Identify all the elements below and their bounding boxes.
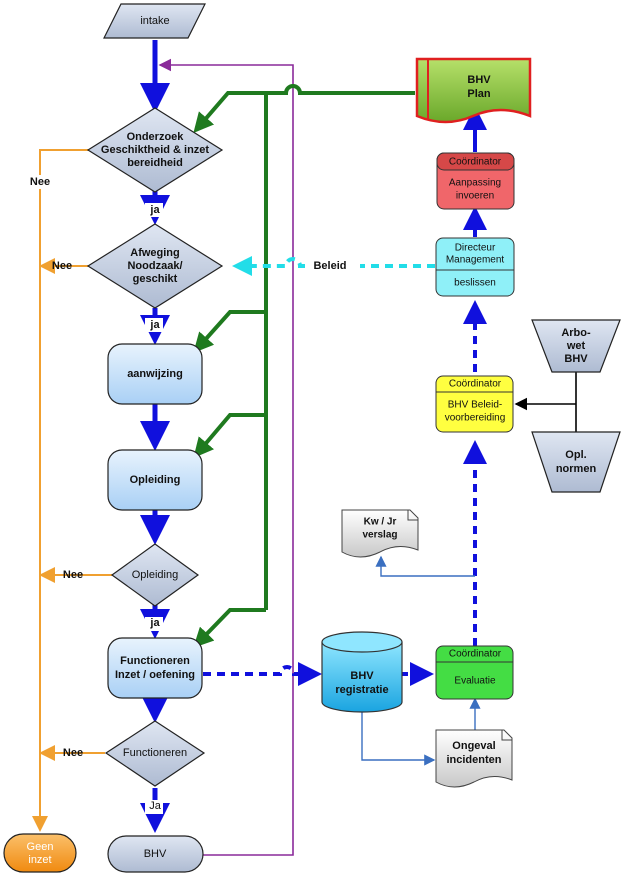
label-nee-1: Nee: [30, 176, 50, 188]
bhv-label: BHV: [144, 848, 167, 860]
plan-distribution-lines: [193, 84, 415, 648]
beleidvoorbereiding-header: Coördinator: [449, 379, 502, 390]
beleidvoorbereiding-line-1: BHV Beleid-: [448, 400, 502, 411]
beleidvoorbereiding-card: Coördinator BHV Beleid- voorbereiding: [435, 375, 514, 433]
afweging-line-3: geschikt: [133, 273, 178, 285]
registratie-line-1: BHV: [350, 670, 374, 682]
aanpassing-line-2: invoeren: [456, 191, 494, 202]
nee-connectors: [32, 149, 112, 832]
functioneren-decision-label: Functioneren: [123, 747, 187, 759]
onderzoek-line-3: bereidheid: [127, 157, 183, 169]
opleiding-decision-label: Opleiding: [132, 569, 178, 581]
beleid-line: [236, 259, 435, 266]
directeur-line-1: Directeur: [455, 243, 496, 254]
registratie-line-2: registratie: [335, 684, 388, 696]
opl-normen-line-1: Opl.: [565, 449, 586, 461]
kwjr-verslag-document: Kw / Jr verslag: [341, 509, 419, 558]
kwjr-line-1: Kw / Jr: [364, 517, 397, 528]
label-ja-4: Ja: [149, 800, 162, 812]
opleiding-process: Opleiding: [107, 449, 203, 511]
intake-label: intake: [140, 15, 169, 27]
evaluatie-card: Coördinator Evaluatie: [435, 645, 514, 700]
opl-normen-input: Opl. normen: [531, 431, 621, 493]
bhv-plan-document: BHV Plan: [415, 57, 532, 124]
bhv-registratie-database: BHV registratie: [321, 631, 403, 713]
connector-labels: Nee Nee Nee Nee ja ja ja Ja Beleid: [28, 175, 352, 814]
report-lines: [361, 555, 481, 766]
directeur-line-2: Management: [446, 255, 505, 266]
evaluatie-body: Evaluatie: [454, 676, 496, 687]
arbowet-line-2: wet: [566, 340, 586, 352]
plan-line-1: BHV: [467, 74, 491, 86]
label-ja-3: ja: [149, 617, 160, 629]
label-nee-2: Nee: [52, 260, 72, 272]
opleiding-decision: Opleiding: [110, 543, 200, 607]
arbowet-input: Arbo- wet BHV: [531, 319, 621, 373]
geen-inzet-line-1: Geen: [27, 841, 54, 853]
directeur-body: beslissen: [454, 278, 496, 289]
label-nee-4: Nee: [63, 747, 83, 759]
geen-inzet-line-2: inzet: [28, 854, 51, 866]
opl-normen-line-2: normen: [556, 463, 597, 475]
label-ja-1: ja: [149, 204, 160, 216]
label-ja-2: ja: [149, 319, 160, 331]
aanwijzing-process: aanwijzing: [107, 343, 203, 405]
feedback-line: [158, 58, 294, 856]
dashed-flow-arrows: [203, 300, 487, 686]
functioneren-line-2: Inzet / oefening: [115, 669, 195, 681]
onderzoek-decision: Onderzoek Geschiktheid & inzet bereidhei…: [86, 107, 224, 193]
plan-line-2: Plan: [467, 88, 491, 100]
functioneren-process: Functioneren Inzet / oefening: [107, 637, 203, 699]
afweging-line-2: Noodzaak/: [127, 260, 182, 272]
kwjr-line-2: verslag: [362, 530, 397, 541]
ongeval-line-1: Ongeval: [452, 740, 495, 752]
ongeval-line-2: incidenten: [446, 754, 501, 766]
beleidvoorbereiding-line-2: voorbereiding: [445, 413, 506, 424]
arbowet-line-1: Arbo-: [561, 327, 591, 339]
functioneren-decision: Functioneren: [104, 720, 206, 787]
afweging-decision: Afweging Noodzaak/ geschikt: [86, 223, 224, 309]
functioneren-line-1: Functioneren: [120, 655, 190, 667]
onderzoek-line-2: Geschiktheid & inzet: [101, 144, 210, 156]
geen-inzet-terminator: Geen inzet: [3, 833, 77, 873]
label-beleid: Beleid: [313, 260, 346, 272]
directeur-card: Directeur Management beslissen: [435, 237, 515, 297]
bhv-terminator: BHV: [107, 835, 204, 873]
afweging-line-1: Afweging: [130, 247, 180, 259]
evaluatie-header: Coördinator: [449, 649, 502, 660]
aanwijzing-label: aanwijzing: [127, 368, 183, 380]
intake-node: intake: [103, 3, 206, 39]
aanpassing-line-1: Aanpassing: [449, 178, 501, 189]
aanpassing-header: Coördinator: [449, 157, 502, 168]
label-nee-3: Nee: [63, 569, 83, 581]
aanpassing-card: Coördinator Aanpassing invoeren: [436, 152, 515, 210]
norms-input-lines: [514, 372, 577, 432]
opleiding-process-label: Opleiding: [130, 474, 181, 486]
ongeval-document: Ongeval incidenten: [435, 729, 513, 788]
onderzoek-line-1: Onderzoek: [127, 131, 185, 143]
arbowet-line-3: BHV: [564, 353, 588, 365]
